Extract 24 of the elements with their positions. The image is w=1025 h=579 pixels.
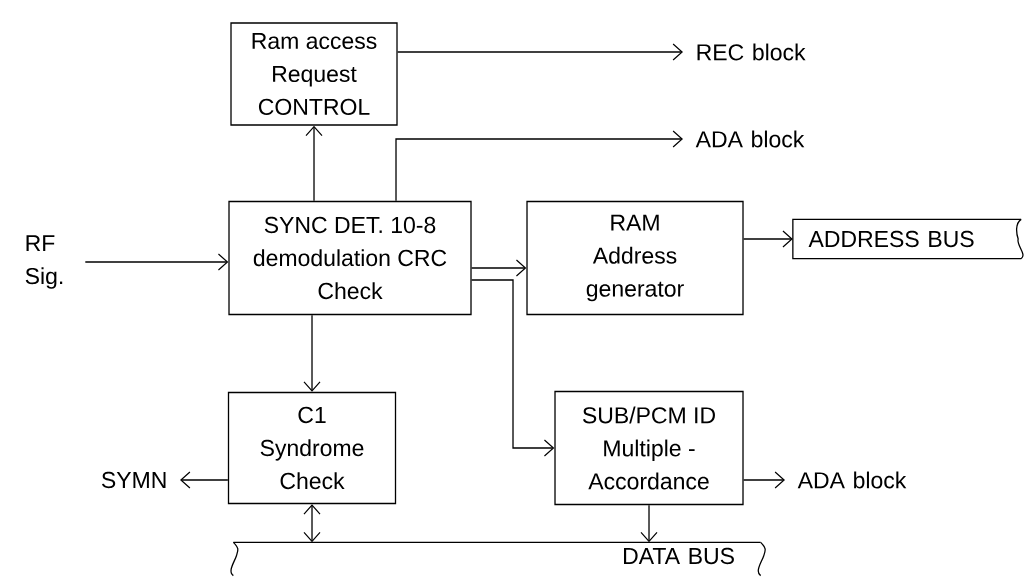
output-label: ADA block	[797, 471, 907, 489]
input-label: RF Sig.	[25, 235, 63, 289]
arrow	[743, 471, 785, 489]
arrow	[303, 504, 321, 543]
arrow	[395, 130, 683, 202]
arrow	[743, 230, 793, 248]
process-box: SUB/PCM ID Multiple - Accordance	[554, 390, 744, 506]
arrow	[471, 259, 527, 277]
output-label: REC block	[697, 43, 806, 61]
address-bus: ADDRESS BUS	[792, 218, 1024, 260]
arrow	[84, 253, 229, 271]
data-bus: DATA BUS	[230, 541, 766, 577]
arrow	[397, 43, 683, 61]
arrow	[180, 471, 229, 489]
arrow	[640, 504, 658, 543]
output-label: ADA block	[695, 130, 805, 148]
process-box: C1 Syndrome Check	[227, 391, 397, 505]
arrow	[303, 314, 321, 392]
control-box: Ram access Request CONTROL	[230, 22, 398, 126]
process-box: RAM Address generator	[526, 200, 744, 316]
arrow	[471, 279, 555, 457]
process-box: SYNC DET. 10-8 demodulation CRC Check	[228, 200, 472, 316]
output-label: SYMN	[101, 471, 166, 489]
arrow	[305, 125, 323, 202]
